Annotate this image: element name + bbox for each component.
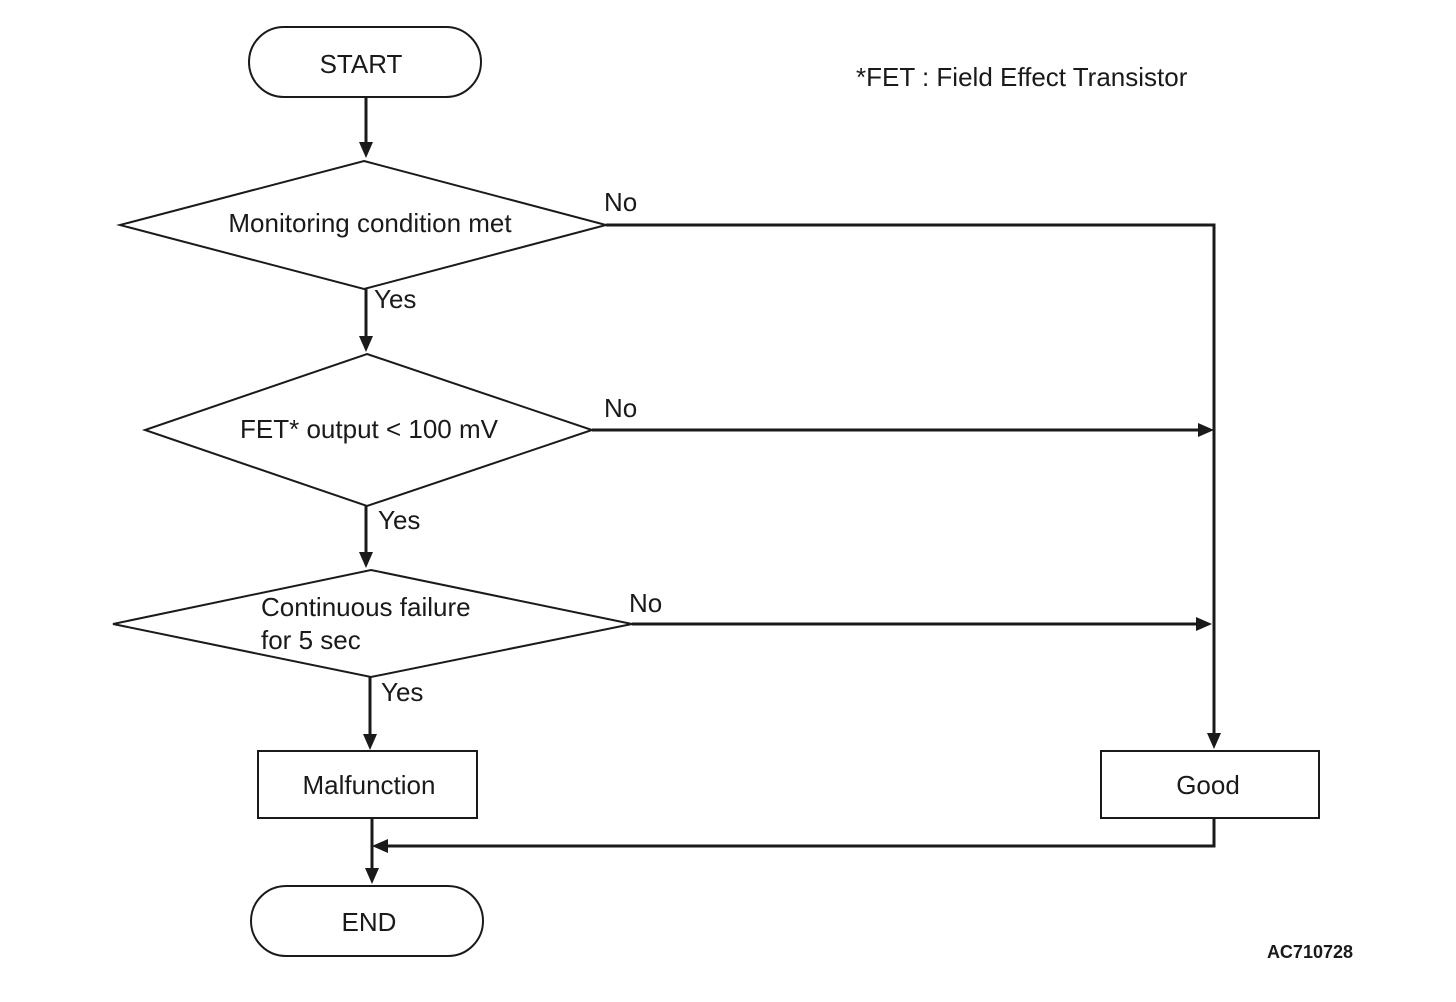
decision-fet-output: FET* output < 100 mV [141, 352, 596, 508]
good-node: Good [1100, 750, 1320, 819]
connector-fet-no: No [592, 393, 1214, 437]
good-label: Good [1176, 770, 1240, 800]
end-label: END [342, 907, 397, 937]
connector-fet-yes: Yes [359, 505, 420, 568]
monitoring-yes-label: Yes [374, 284, 416, 314]
decision-continuous-label-line2: for 5 sec [261, 625, 361, 655]
decision-monitoring-label: Monitoring condition met [228, 208, 512, 238]
figure-code: AC710728 [1267, 942, 1353, 962]
connector-malfunction-to-end [365, 818, 379, 884]
monitoring-no-label: No [604, 187, 637, 217]
continuous-no-label: No [629, 588, 662, 618]
continuous-yes-label: Yes [381, 677, 423, 707]
malfunction-label: Malfunction [303, 770, 436, 800]
decision-monitoring-condition: Monitoring condition met [116, 159, 610, 291]
fet-no-label: No [604, 393, 637, 423]
footnote: *FET : Field Effect Transistor [856, 62, 1188, 92]
decision-continuous-failure: Continuous failure for 5 sec [112, 568, 633, 679]
end-node: END [250, 885, 484, 957]
fet-yes-label: Yes [378, 505, 420, 535]
connector-monitoring-no: No [604, 187, 1221, 749]
connector-continuous-no: No [629, 588, 1212, 631]
connector-start-to-monitoring [359, 97, 373, 158]
decision-fet-label: FET* output < 100 mV [240, 414, 499, 444]
connector-good-to-merge [372, 818, 1216, 853]
connector-continuous-yes: Yes [363, 677, 423, 750]
connector-monitoring-yes: Yes [359, 284, 416, 352]
start-label: START [320, 49, 403, 79]
start-node: START [248, 26, 482, 98]
decision-continuous-label-line1: Continuous failure [261, 592, 471, 622]
malfunction-node: Malfunction [257, 750, 478, 819]
